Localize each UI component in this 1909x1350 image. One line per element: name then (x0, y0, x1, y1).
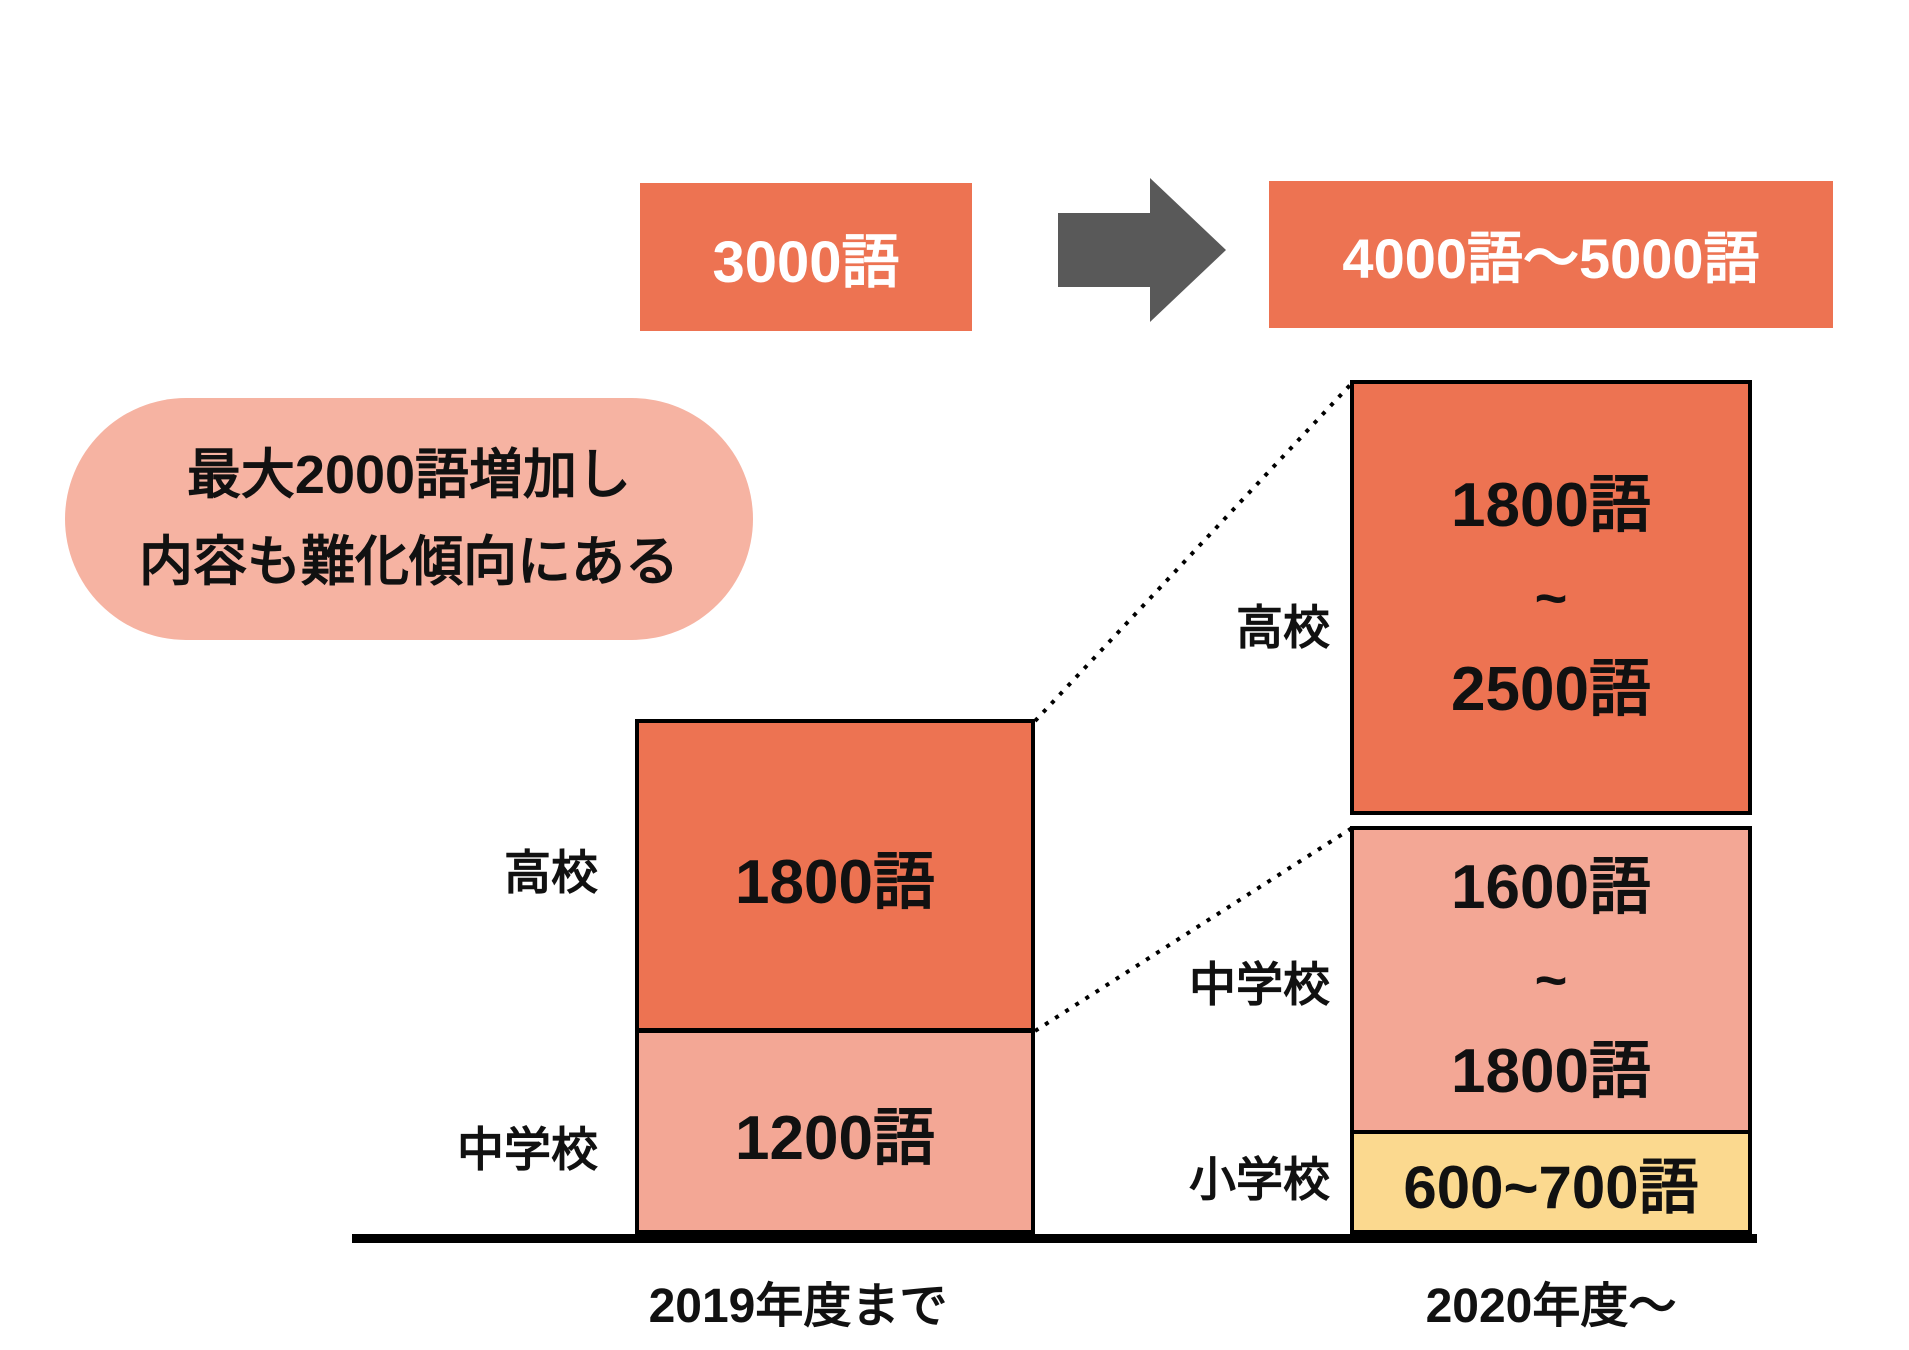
label-elementary-2020: 小学校 (1189, 1153, 1330, 1206)
callout-line1: 最大2000語増加し (186, 444, 632, 505)
label-juniorhigh-2019: 中学校 (457, 1123, 598, 1176)
baseline-axis (352, 1234, 1757, 1243)
segment-highschool-2019: 1800語 (639, 723, 1031, 1033)
segment-highschool-2019-value: 1800語 (735, 847, 935, 917)
segment-highschool-2020-min: 1800語 (1451, 470, 1651, 540)
segment-juniorhigh-2019: 1200語 (639, 1033, 1031, 1230)
label-highschool-2020: 高校 (1236, 601, 1330, 654)
total-after-box: 4000語〜5000語 (1269, 181, 1833, 328)
segment-juniorhigh-2020-min: 1600語 (1451, 853, 1651, 922)
total-after-value: 4000語〜5000語 (1342, 227, 1760, 290)
right-arrow-icon (1058, 178, 1226, 322)
segment-highschool-2020-tilde: ~ (1534, 565, 1568, 629)
axis-label-2020: 2020年度〜 (1425, 1280, 1677, 1333)
segment-juniorhigh-2020-max: 1800語 (1451, 1037, 1651, 1106)
total-before-value: 3000語 (712, 230, 900, 295)
axis-label-2019: 2019年度まで (648, 1280, 948, 1333)
bar-2019: 1800語 1200語 (635, 719, 1035, 1234)
segment-elementary-2020: 600~700語 (1350, 1130, 1752, 1234)
connector-line-top (1033, 381, 1354, 723)
segment-highschool-2020-max: 2500語 (1451, 654, 1651, 724)
total-before-box: 3000語 (640, 183, 972, 331)
segment-elementary-2020-value: 600~700語 (1403, 1153, 1699, 1221)
label-juniorhigh-2020: 中学校 (1189, 958, 1330, 1011)
callout-line2: 内容も難化傾向にある (139, 532, 679, 592)
segment-juniorhigh-2020-tilde: ~ (1534, 948, 1568, 1011)
label-highschool-2019: 高校 (504, 846, 598, 899)
segment-juniorhigh-2020: 1600語 ~ 1800語 (1350, 826, 1752, 1130)
callout-bubble: 最大2000語増加し 内容も難化傾向にある (65, 398, 753, 640)
segment-juniorhigh-2019-value: 1200語 (735, 1103, 935, 1173)
segment-highschool-2020: 1800語 ~ 2500語 (1350, 380, 1752, 815)
